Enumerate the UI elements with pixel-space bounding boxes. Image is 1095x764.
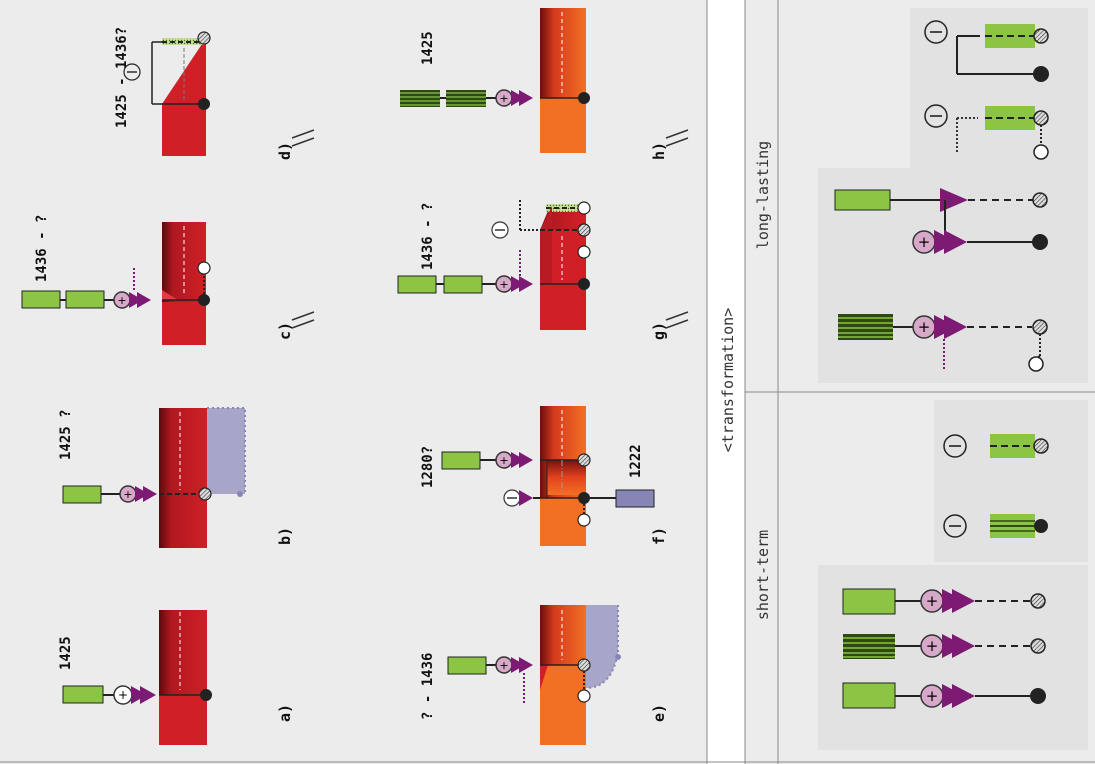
minus-icon xyxy=(123,63,141,81)
hatched-node-icon xyxy=(197,31,211,45)
panel-e: ? - 1436 + e) xyxy=(420,605,668,745)
hatched-node-icon xyxy=(1030,638,1046,654)
legend-header-strip xyxy=(708,0,745,764)
panel-f: 1280? 1222 + f) xyxy=(420,406,668,546)
panel-g-date: 1436 - ? xyxy=(420,203,436,270)
hatched-node-icon xyxy=(577,453,591,467)
panel-f-letter: f) xyxy=(650,527,668,545)
minus-icon xyxy=(924,104,948,128)
green-bar-icon xyxy=(842,682,896,709)
hatched-node-icon xyxy=(1033,28,1049,44)
hatched-node-icon xyxy=(1033,438,1049,454)
legend-short-term: short-term xyxy=(754,530,772,620)
green-bar-icon xyxy=(842,588,896,615)
panel-d-letter: d) xyxy=(276,142,294,160)
minus-icon xyxy=(924,20,948,44)
svg-text:+: + xyxy=(499,454,508,467)
open-node-icon xyxy=(1033,144,1049,160)
striped-bar-icon xyxy=(400,90,440,107)
black-node-icon xyxy=(578,92,590,104)
panel-h-letter: h) xyxy=(650,142,668,160)
panel-e-date: ? - 1436 xyxy=(420,653,436,720)
black-node-icon xyxy=(198,98,210,110)
slate-bar-icon xyxy=(615,489,655,508)
black-node-icon xyxy=(1033,66,1049,82)
panel-g-letter: g) xyxy=(650,322,668,340)
panel-h: 1425 + h) xyxy=(400,8,689,160)
panel-c-letter: c) xyxy=(276,322,294,340)
open-node-icon xyxy=(577,201,591,215)
svg-text:+: + xyxy=(123,488,132,501)
panel-b-date: 1425 ? xyxy=(58,409,74,460)
svg-text:+: + xyxy=(499,278,508,291)
svg-text:+: + xyxy=(499,92,508,105)
legend-long-lasting: long-lasting xyxy=(754,141,772,249)
panel-c-date: 1436 - ? xyxy=(34,215,50,282)
panel-d: 1425 - 1436? d) xyxy=(114,27,315,160)
hatched-node-icon xyxy=(577,658,591,672)
svg-text:+: + xyxy=(926,592,939,610)
panel-h-date: 1425 xyxy=(420,31,436,65)
panel-c: 1436 - ? + c) xyxy=(21,215,315,345)
panel-e-letter: e) xyxy=(650,704,668,722)
black-node-icon xyxy=(1032,234,1048,250)
panel-b: 1425 ? + b) xyxy=(58,407,294,548)
green-bar-icon xyxy=(65,290,105,309)
black-node-icon xyxy=(578,278,590,290)
green-bar-icon xyxy=(447,656,487,675)
svg-text:+: + xyxy=(499,659,508,672)
legend-short-term-symbols: + + + xyxy=(842,434,1049,709)
hatched-node-icon xyxy=(1033,110,1049,126)
black-node-icon xyxy=(1030,688,1046,704)
panel-d-date: 1425 - 1436? xyxy=(114,27,130,128)
legend-long-lasting-symbols: + + xyxy=(834,20,1049,372)
svg-text:+: + xyxy=(117,294,126,307)
hatched-node-icon xyxy=(1030,593,1046,609)
black-node-icon xyxy=(198,294,210,306)
black-node-icon xyxy=(200,689,212,701)
panel-a-letter: a) xyxy=(276,704,294,722)
green-bar-icon xyxy=(397,275,437,294)
panel-f-date-2: 1222 xyxy=(628,444,644,478)
black-node-icon xyxy=(1034,519,1048,533)
green-bar-icon xyxy=(441,451,481,470)
open-node-icon xyxy=(1028,356,1044,372)
svg-text:+: + xyxy=(926,637,939,655)
minus-icon xyxy=(943,434,967,458)
hatched-node-icon xyxy=(1032,192,1048,208)
green-bar-icon xyxy=(834,189,891,211)
svg-text:+: + xyxy=(118,688,128,702)
svg-text:+: + xyxy=(918,318,931,336)
open-node-icon xyxy=(577,513,591,527)
green-bar-icon xyxy=(21,290,61,309)
open-node-icon xyxy=(197,261,211,275)
minus-icon xyxy=(943,514,967,538)
striped-bar-icon xyxy=(446,90,486,107)
panel-a: 1425 + a) xyxy=(58,610,294,745)
black-node-icon xyxy=(578,492,590,504)
green-bar-icon xyxy=(443,275,483,294)
green-bar-icon xyxy=(62,485,102,504)
panel-a-date: 1425 xyxy=(58,636,74,670)
panel-f-date: 1280? xyxy=(420,446,436,488)
panel-g: 1436 - ? + g) xyxy=(397,200,689,340)
svg-text:+: + xyxy=(926,687,939,705)
hatched-node-icon xyxy=(577,223,591,237)
legend-header: <transformation> xyxy=(719,308,737,453)
panel-b-letter: b) xyxy=(276,527,294,545)
open-node-icon xyxy=(577,689,591,703)
hatched-node-icon xyxy=(1032,319,1048,335)
open-node-icon xyxy=(577,245,591,259)
svg-text:+: + xyxy=(918,233,931,251)
hatched-node-icon xyxy=(198,487,212,501)
green-bar-icon xyxy=(62,685,104,704)
